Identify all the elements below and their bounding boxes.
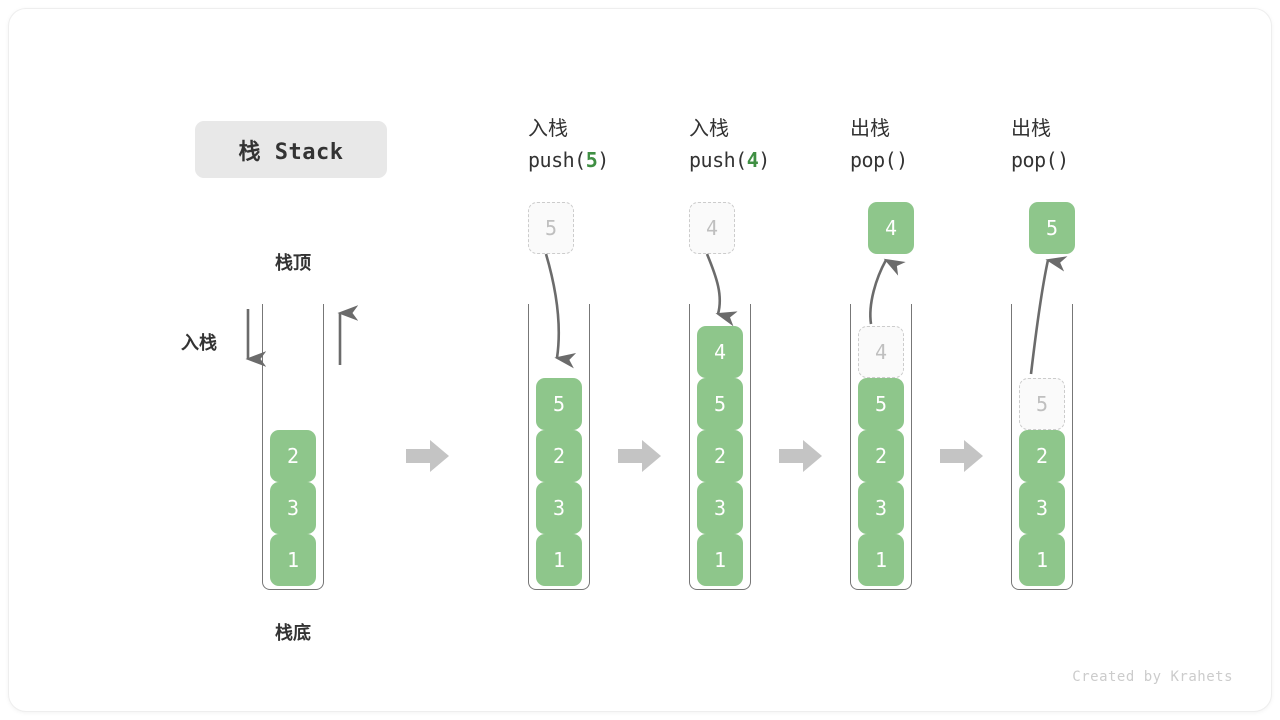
ghost-node-popped: 4 [858, 326, 904, 378]
stack-node: 1 [1019, 534, 1065, 586]
stack-tube-push-4 [689, 304, 751, 590]
panel-head-push-4: 入栈 push(4) [689, 114, 770, 177]
stack-tube-pop-5 [1011, 304, 1073, 590]
stack-node: 1 [697, 534, 743, 586]
stack-tube-pop-4 [850, 304, 912, 590]
panel-head-arg: 5 [585, 148, 598, 172]
panel-head-code-prefix: push( [528, 148, 586, 172]
stack-node: 2 [1019, 430, 1065, 482]
stack-node: 3 [270, 482, 316, 534]
panel-push-4: 入栈 push(4) 4 1 3 2 5 4 [689, 114, 770, 594]
stack-node: 4 [697, 326, 743, 378]
stack-node: 3 [536, 482, 582, 534]
stack-node: 3 [1019, 482, 1065, 534]
stack-node: 2 [697, 430, 743, 482]
stack-node: 3 [858, 482, 904, 534]
popped-node: 5 [1029, 202, 1075, 254]
ghost-node-incoming: 4 [689, 202, 735, 254]
panel-head-cn: 入栈 [528, 118, 568, 140]
panel-head-code-prefix: pop( [1011, 148, 1058, 172]
page-title: 栈 Stack [195, 121, 387, 178]
push-down-arrow-icon [245, 309, 267, 367]
credit-text: Created by Krahets [1072, 669, 1233, 685]
panel-head-code-prefix: pop( [850, 148, 897, 172]
panel-head-pop-4: 出栈 pop() [850, 114, 908, 177]
panel-push-5: 入栈 push(5) 5 1 3 2 5 [528, 114, 609, 594]
stack-node: 2 [270, 430, 316, 482]
stack-node: 2 [858, 430, 904, 482]
panel-head-arg: 4 [746, 148, 759, 172]
stack-node: 5 [858, 378, 904, 430]
panel-head-push-5: 入栈 push(5) [528, 114, 609, 177]
panel-head-pop-5: 出栈 pop() [1011, 114, 1069, 177]
diagram-card: 栈 Stack 栈顶 1 3 2 栈底 入栈 [8, 8, 1272, 712]
ghost-node-popped: 5 [1019, 378, 1065, 430]
stack-node: 5 [697, 378, 743, 430]
push-side-label: 入栈 [181, 333, 217, 353]
panel-pop-5: 出栈 pop() 5 5 1 3 2 [1011, 114, 1075, 594]
pop-up-arrow-icon [337, 305, 359, 365]
stack-bottom-label: 栈底 [275, 623, 311, 643]
panel-head-cn: 入栈 [689, 118, 729, 140]
panel-head-cn: 出栈 [850, 118, 890, 140]
ghost-node-incoming: 5 [528, 202, 574, 254]
flow-arrow-icon [406, 440, 449, 472]
panel-head-code-prefix: push( [689, 148, 747, 172]
stack-node: 1 [270, 534, 316, 586]
panel-head-code-suffix: ) [758, 148, 770, 172]
flow-arrow-icon [779, 440, 822, 472]
stack-tube-push-5 [528, 304, 590, 590]
panel-head-code-suffix: ) [896, 148, 908, 172]
flow-arrow-icon [618, 440, 661, 472]
push-motion-arrow-icon [705, 253, 738, 327]
pop-motion-arrow-icon [1029, 256, 1068, 375]
panel-pop-4: 出栈 pop() 4 4 1 3 2 5 [850, 114, 914, 594]
panel-head-cn: 出栈 [1011, 118, 1051, 140]
panel-initial: 栈顶 1 3 2 栈底 [262, 249, 324, 649]
panel-head-code-suffix: ) [597, 148, 609, 172]
popped-node: 4 [868, 202, 914, 254]
stack-top-label: 栈顶 [275, 253, 311, 273]
stack-node: 2 [536, 430, 582, 482]
stack-tube-initial [262, 304, 324, 590]
push-motion-arrow-icon [544, 253, 577, 369]
stack-node: 1 [858, 534, 904, 586]
stack-node: 3 [697, 482, 743, 534]
pop-motion-arrow-icon [869, 258, 906, 325]
panel-head-code-suffix: ) [1057, 148, 1069, 172]
stack-node: 1 [536, 534, 582, 586]
flow-arrow-icon [940, 440, 983, 472]
stack-node: 5 [536, 378, 582, 430]
